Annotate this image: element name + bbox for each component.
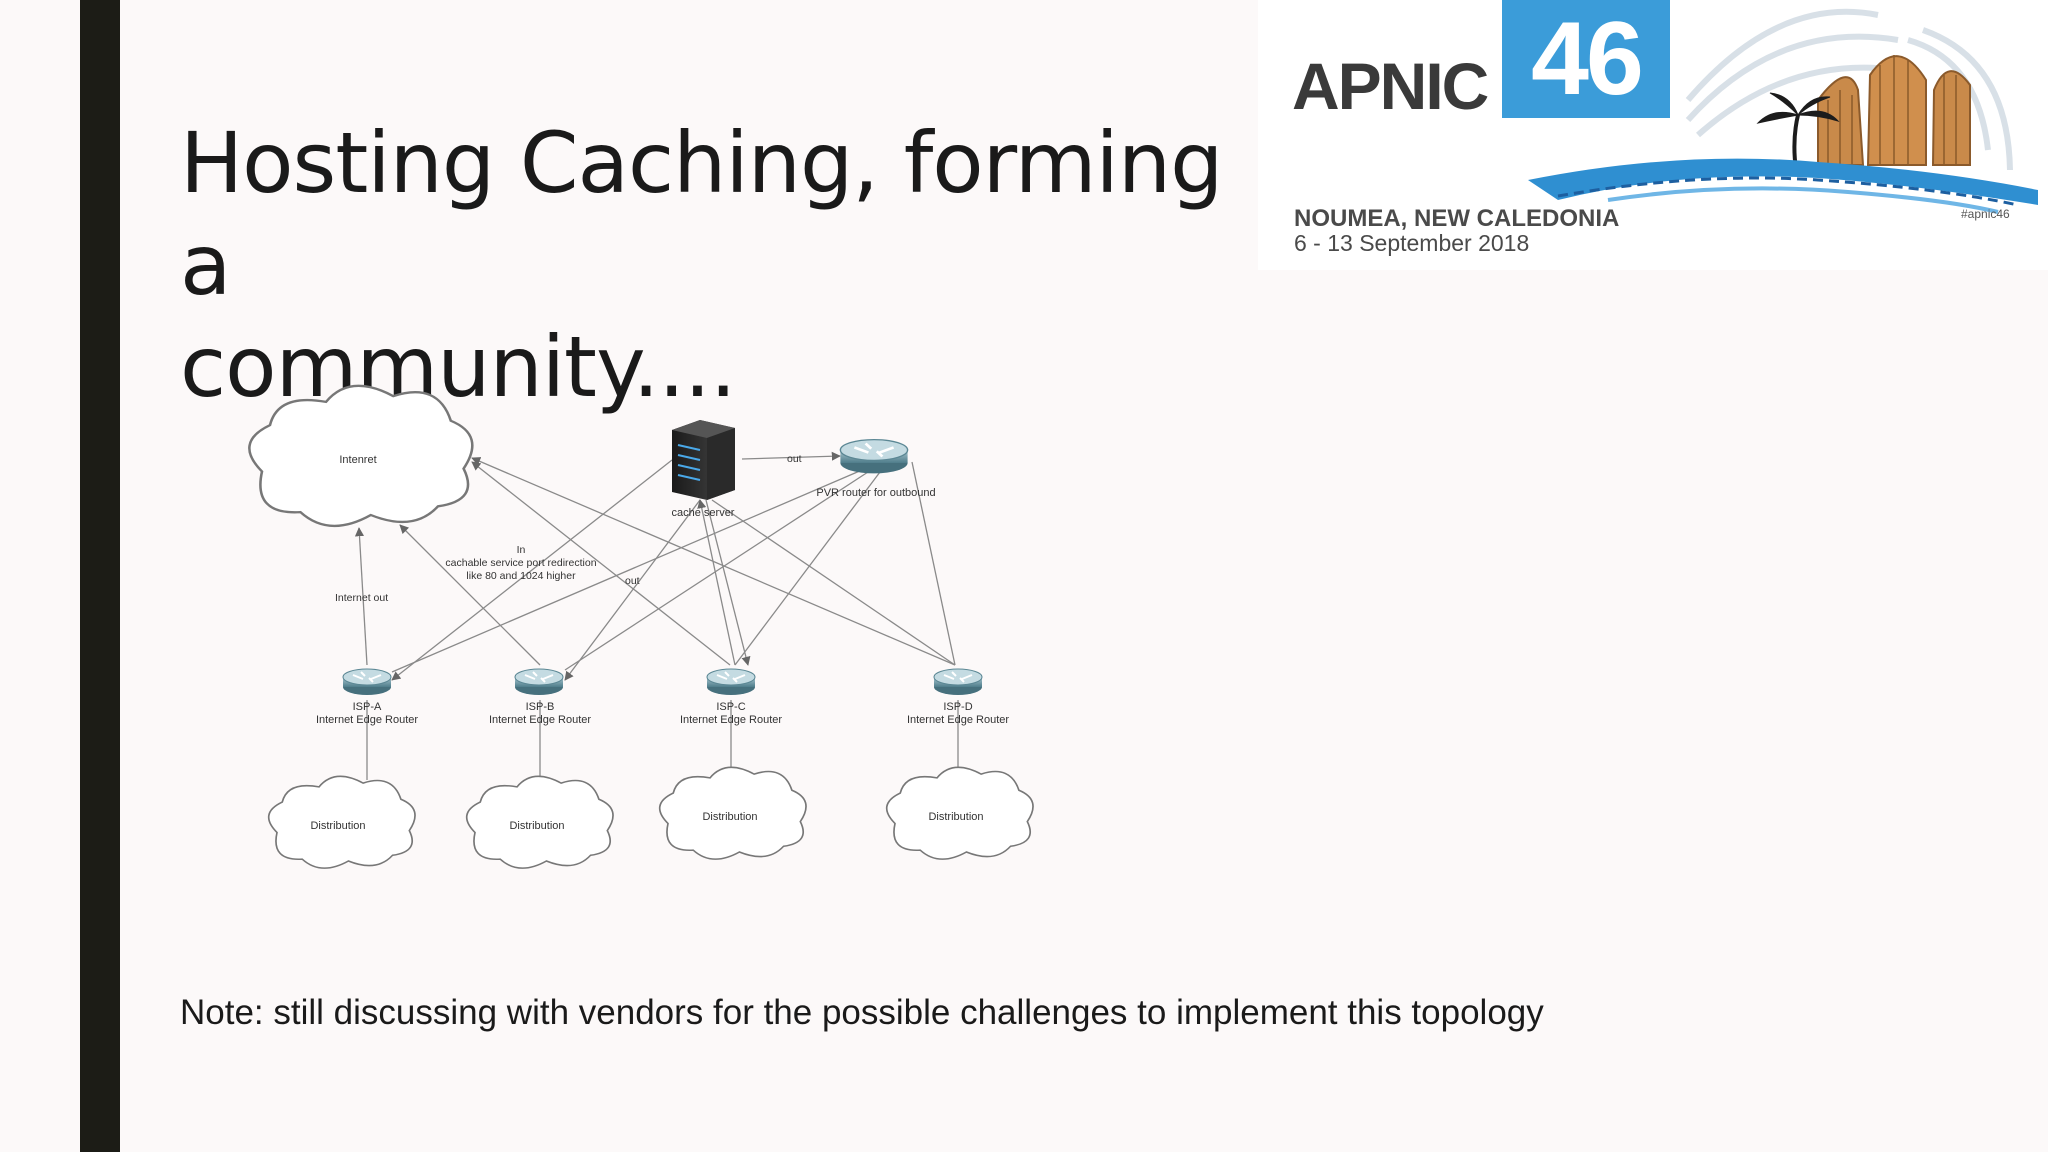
isp-c-name: ISP-C — [716, 701, 745, 713]
distribution-label-c: Distribution — [702, 811, 757, 823]
link-ispa-internet — [354, 527, 368, 666]
logo-brand: APNIC — [1292, 49, 1489, 123]
isp-d-router-icon — [933, 668, 983, 696]
isp-b-router-icon — [514, 668, 564, 696]
footnote: Note: still discussing with vendors for … — [180, 993, 1544, 1032]
link-cache-ispc — [705, 499, 751, 666]
logo-dates: 6 - 13 September 2018 — [1294, 230, 1530, 256]
cache-server-label: cache server — [672, 507, 735, 519]
logo-number: 46 — [1502, 0, 1670, 118]
logo-location: NOUMEA, NEW CALEDONIA — [1294, 205, 1620, 232]
wave-band — [1528, 158, 2038, 214]
link-cache-ispd — [711, 499, 956, 666]
title-line-1: Hosting Caching, forming a — [180, 114, 1223, 314]
logo-artwork — [1528, 8, 2038, 214]
link-pvr-ispb — [564, 471, 869, 671]
palm-tree-icon — [1756, 92, 1840, 171]
logo-hashtag: #apnic46 — [1961, 207, 2010, 221]
edge-label-internet-out: Internet out — [335, 592, 388, 604]
title-line-2: community.... — [180, 318, 737, 416]
link-ispc-cache — [697, 499, 736, 666]
slide-title: Hosting Caching, forming a community.... — [180, 112, 1260, 418]
isp-d-role: Internet Edge Router — [907, 714, 1009, 726]
distribution-label-a: Distribution — [310, 820, 365, 832]
link-pvr-ispd — [911, 461, 956, 666]
edge-label-in: In — [517, 544, 526, 556]
isp-a-name: ISP-A — [353, 701, 382, 713]
isp-b-role: Internet Edge Router — [489, 714, 591, 726]
edge-label-redirect-2: like 80 and 1024 higher — [466, 570, 576, 582]
kanak-houses-icon — [1817, 55, 1971, 166]
edge-label-out-mid: out — [625, 575, 640, 587]
isp-a-router-icon — [342, 668, 392, 696]
isp-c-role: Internet Edge Router — [680, 714, 782, 726]
isp-c-router-icon — [706, 668, 756, 696]
isp-d-name: ISP-D — [943, 701, 972, 713]
link-pvr-ispa — [391, 469, 863, 673]
isp-a-role: Internet Edge Router — [316, 714, 418, 726]
internet-cloud-label: Intenret — [339, 454, 376, 466]
link-cache-ispa — [391, 459, 673, 681]
apnic-logo: APNIC 46 NOUMEA, NEW CALEDONIA 6 - 13 Se… — [1258, 0, 2048, 270]
link-ispb-internet — [399, 524, 541, 666]
edge-label-redirect-1: cachable service port redirection — [445, 557, 596, 569]
cache-server-icon — [672, 420, 735, 500]
accent-bar — [80, 0, 120, 1152]
pvr-router-label: PVR router for outbound — [816, 487, 935, 499]
distribution-label-d: Distribution — [928, 811, 983, 823]
link-cache-pvr — [741, 451, 841, 461]
link-cache-ispb — [564, 499, 701, 681]
distribution-label-b: Distribution — [509, 820, 564, 832]
edge-label-out-top: out — [787, 453, 802, 465]
pvr-router-icon — [839, 438, 909, 475]
link-ispc-internet — [471, 461, 731, 666]
link-pvr-ispc — [734, 471, 881, 666]
isp-b-name: ISP-B — [526, 701, 555, 713]
